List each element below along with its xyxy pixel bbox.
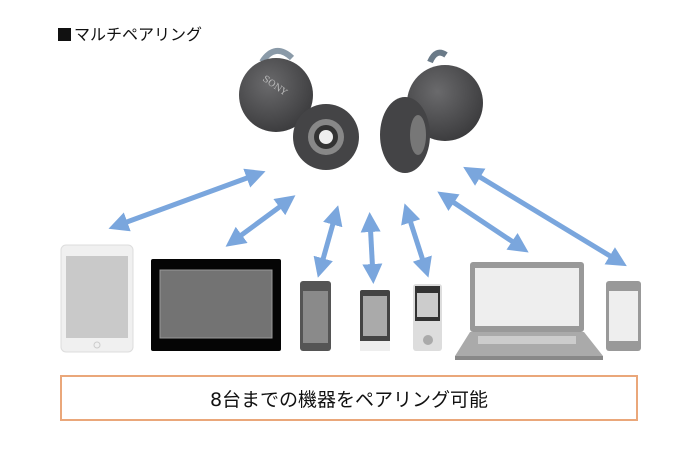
device-smartphone-2 xyxy=(360,290,390,351)
arrow-phone-3 xyxy=(463,166,627,267)
section-title-text: マルチペアリング xyxy=(74,25,203,44)
pairing-caption-box: 8台までの機器をペアリング可能 xyxy=(60,375,638,421)
arrow-phone-1 xyxy=(313,205,343,278)
arrow-tablet-black xyxy=(225,195,296,247)
device-tablet xyxy=(60,244,134,353)
device-smartphone-1 xyxy=(300,281,331,351)
left-earbud: SONY xyxy=(239,48,359,170)
device-laptop xyxy=(455,262,603,360)
arrow-music-player xyxy=(401,203,432,278)
arrow-laptop xyxy=(437,191,529,253)
pairing-caption: 8台までの機器をペアリング可能 xyxy=(209,388,489,411)
device-smartphone-3 xyxy=(606,281,641,351)
right-earbud xyxy=(380,49,483,173)
square-bullet-icon xyxy=(58,28,71,41)
device-tablet-black xyxy=(151,259,281,351)
section-title: マルチペアリング xyxy=(58,21,202,45)
arrow-phone-2 xyxy=(360,212,383,284)
connection-arrows xyxy=(108,166,627,284)
arrow-tablet xyxy=(108,168,266,232)
device-music-player xyxy=(413,284,442,351)
